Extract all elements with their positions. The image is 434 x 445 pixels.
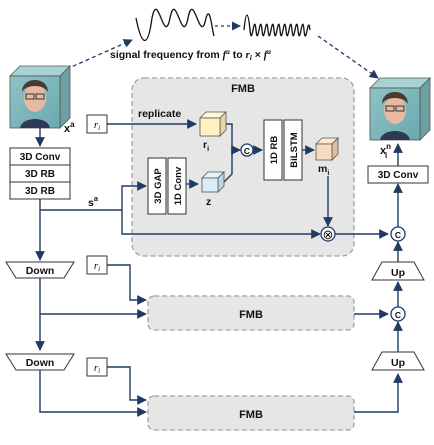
svg-text:Down: Down xyxy=(26,265,55,277)
dashed-arrow-output xyxy=(317,35,379,79)
svg-text:Up: Up xyxy=(391,267,405,279)
svg-text:3D Conv: 3D Conv xyxy=(20,152,61,163)
svg-text:⊗: ⊗ xyxy=(323,227,334,242)
conv1d-box xyxy=(167,157,187,215)
rb1d-box xyxy=(263,119,283,181)
mi-feature-cube xyxy=(315,137,339,161)
fmb-block-3 xyxy=(147,395,355,431)
replicate-label: replicate xyxy=(138,108,181,120)
low-frequency-wave xyxy=(135,8,215,41)
svg-text:z: z xyxy=(206,196,211,208)
svg-text:Down: Down xyxy=(26,357,55,369)
down-block-1 xyxy=(5,261,75,279)
fmb-main-title: FMB xyxy=(231,83,255,95)
svg-text:ri: ri xyxy=(94,362,100,375)
svg-text:ri: ri xyxy=(94,119,100,132)
ri-feature-cube xyxy=(199,111,227,137)
up-block-2 xyxy=(371,351,425,371)
svg-text:3D Conv: 3D Conv xyxy=(378,170,419,181)
svg-text:3D GAP: 3D GAP xyxy=(153,168,164,204)
input-video-cube xyxy=(9,65,71,129)
gap3d-box xyxy=(147,157,167,215)
output-video-cube xyxy=(369,77,431,141)
signal-label: signal frequency from fa to ri × fa xyxy=(110,47,271,62)
z-feature-cube xyxy=(201,171,225,193)
svg-text:Up: Up xyxy=(391,357,405,369)
down-block-2 xyxy=(5,353,75,371)
signal-waves xyxy=(135,8,311,41)
svg-text:BiLSTM: BiLSTM xyxy=(289,132,300,167)
svg-text:C: C xyxy=(395,230,401,240)
svg-text:mi: mi xyxy=(318,163,329,177)
fmb-block-2 xyxy=(147,295,355,331)
svg-text:sa: sa xyxy=(88,194,99,209)
svg-text:FMB: FMB xyxy=(239,309,263,321)
dashed-arrow-input xyxy=(59,39,133,73)
svg-text:ri: ri xyxy=(203,139,209,153)
svg-text:C: C xyxy=(244,146,250,156)
svg-text:C: C xyxy=(395,310,401,320)
svg-text:1D RB: 1D RB xyxy=(269,136,280,165)
svg-text:3D RB: 3D RB xyxy=(25,169,55,180)
input-label: xa xyxy=(64,120,75,135)
svg-text:ri: ri xyxy=(94,260,100,273)
svg-text:FMB: FMB xyxy=(239,409,263,421)
high-frequency-wave xyxy=(243,14,311,37)
svg-text:3D RB: 3D RB xyxy=(25,186,55,197)
up-block-1 xyxy=(371,261,425,281)
svg-text:1D Conv: 1D Conv xyxy=(173,166,184,205)
